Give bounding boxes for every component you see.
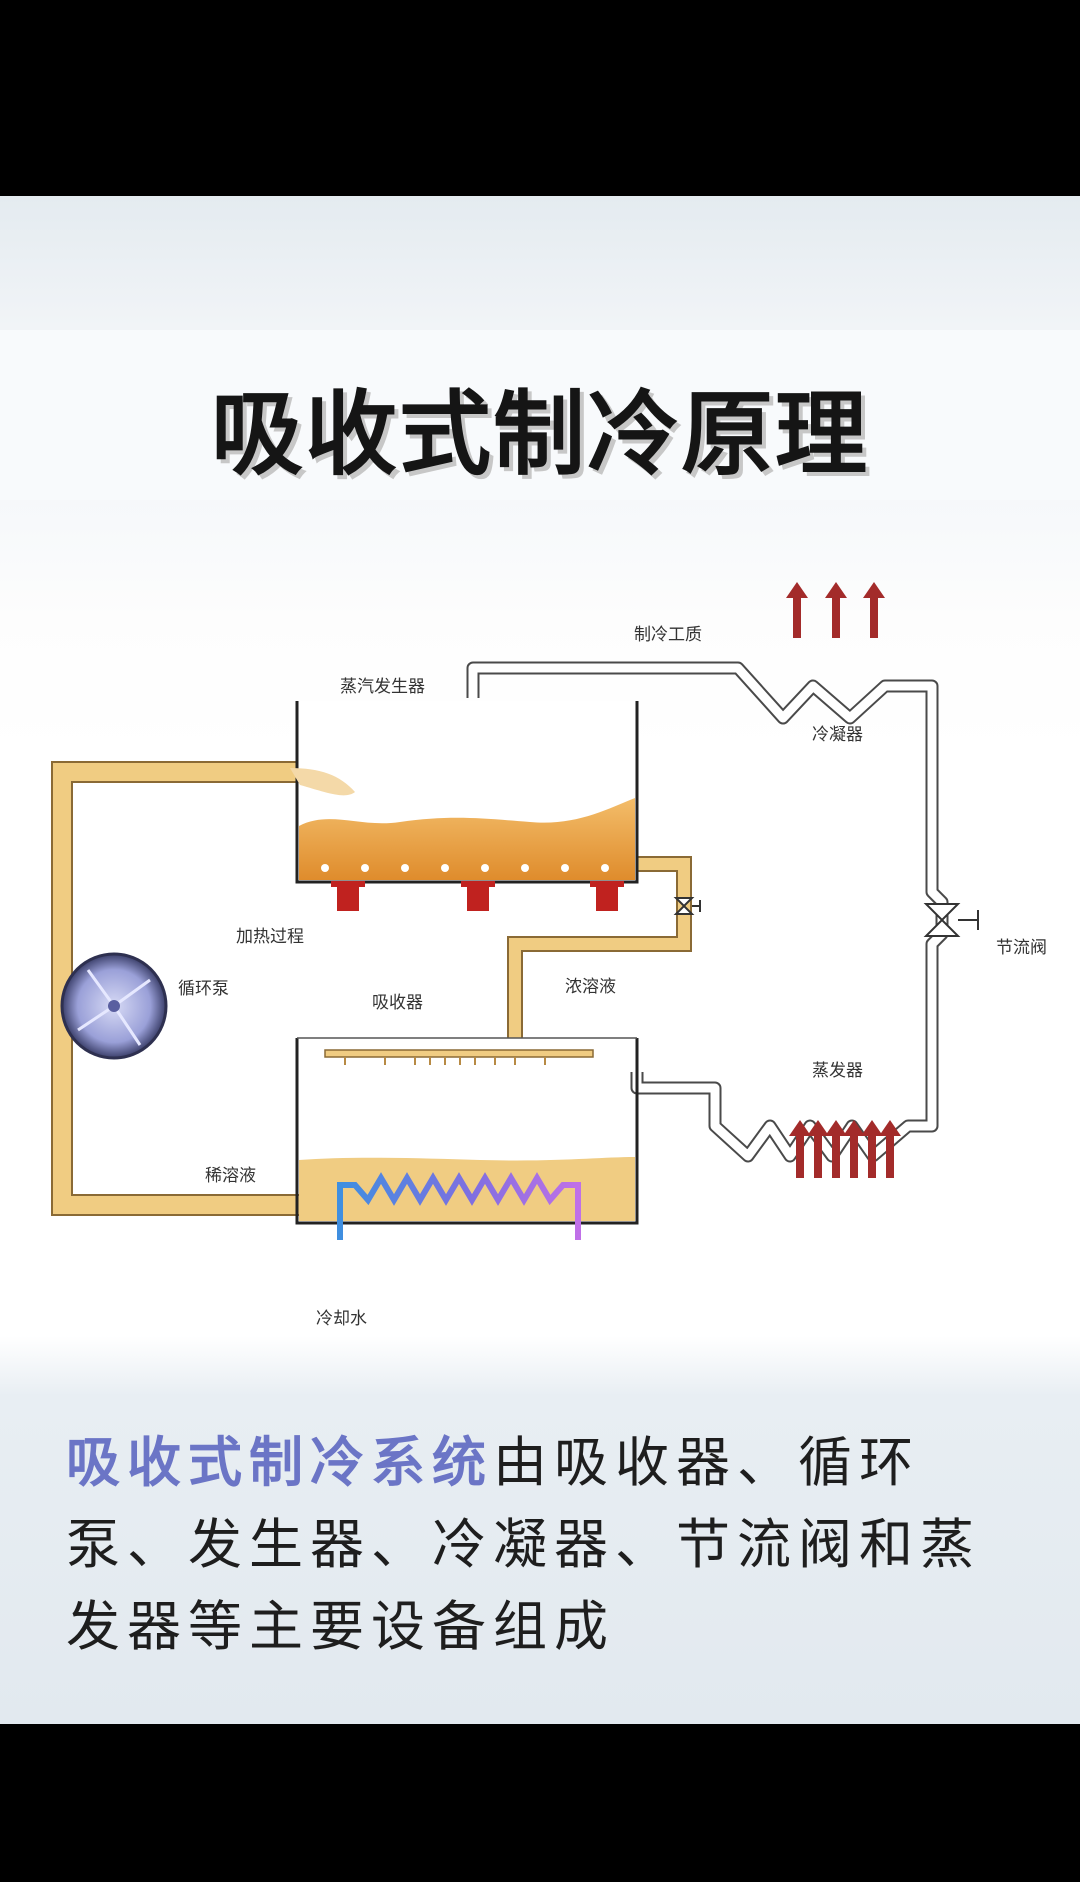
solution-valve [673, 897, 701, 915]
label-condenser: 冷凝器 [812, 725, 863, 745]
label-strong-solution: 浓溶液 [565, 977, 616, 997]
circulation-pump [60, 952, 168, 1060]
label-absorber: 吸收器 [372, 993, 423, 1013]
absorber-spray-bar [324, 1049, 594, 1065]
label-generator: 蒸汽发生器 [340, 677, 425, 697]
label-weak-solution: 稀溶液 [205, 1166, 256, 1186]
condenser-heat-arrows [786, 582, 885, 638]
caption-highlight: 吸收式制冷系统 [66, 1431, 493, 1494]
label-pump: 循环泵 [178, 979, 229, 999]
caption-text: 由吸收器、循环泵、发生器、冷凝器、节流阀和蒸发器等主要设备组成 [66, 1431, 981, 1658]
label-cooling-water: 冷却水 [316, 1309, 367, 1329]
solution-loop-pipe [51, 761, 300, 1216]
refrigerant-circuit [466, 661, 949, 1163]
caption: 吸收式制冷系统由吸收器、循环泵、发生器、冷凝器、节流阀和蒸发器等主要设备组成 [66, 1422, 1026, 1668]
label-evaporator: 蒸发器 [812, 1061, 863, 1081]
evaporator-heat-arrows [789, 1120, 901, 1178]
title-band [0, 330, 1080, 500]
strong-solution-pipe [507, 856, 692, 1038]
label-refrigerant: 制冷工质 [634, 625, 702, 645]
cooling-water-coil [337, 1172, 581, 1240]
label-heating: 加热过程 [236, 927, 304, 947]
heaters [331, 881, 624, 911]
label-throttle: 节流阀 [996, 938, 1047, 958]
page-title: 吸收式制冷原理 [210, 381, 869, 488]
throttle-valve [923, 903, 979, 937]
absorption-refrigeration-diagram: 制冷工质 蒸汽发生器 冷凝器 节流阀 加热过程 循环泵 吸收器 浓溶液 蒸发器 … [51, 582, 1047, 1329]
steam-generator [290, 701, 639, 884]
